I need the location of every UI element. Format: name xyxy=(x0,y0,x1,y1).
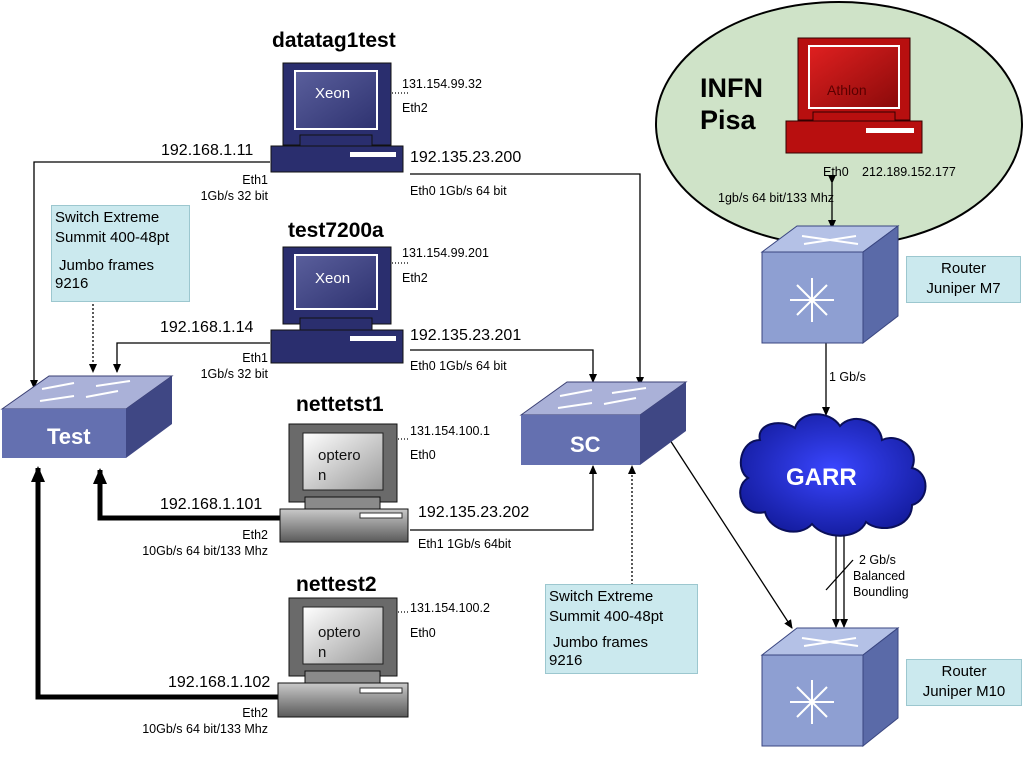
if-top-nettetst1: Eth0 xyxy=(410,448,436,462)
link-datatag1test-sc xyxy=(410,173,644,386)
ip-top-nettetst1: 131.154.100.1 xyxy=(410,424,490,438)
cpu-label-datatag1test: Xeon xyxy=(315,85,351,102)
computer-nettetst1 xyxy=(279,423,409,543)
ip-right-datatag1test: 192.135.23.200 xyxy=(410,149,522,166)
computer-test7200a xyxy=(270,246,404,364)
note-switch-right: Switch Extreme Summit 400-48pt Jumbo fra… xyxy=(545,584,698,674)
ip-top-test7200a: 131.154.99.201 xyxy=(402,246,489,260)
computer-nettest2 xyxy=(277,597,409,718)
ip-right-test7200a: 192.135.23.201 xyxy=(410,327,522,344)
if-top-test7200a: Eth2 xyxy=(402,271,428,285)
router-m10 xyxy=(760,626,900,748)
link-datatag1test-test xyxy=(30,161,270,389)
link-test7200a-sc xyxy=(410,349,597,383)
sc-switch xyxy=(519,381,688,465)
ip-right-nettetst1: 192.135.23.202 xyxy=(418,504,530,521)
ip-left-nettest2: 192.168.1.102 xyxy=(168,674,271,691)
link-test7200a-test xyxy=(113,342,270,373)
cpu-label-athlon: Athlon xyxy=(827,82,867,98)
cpu-label-test7200a: Xeon xyxy=(315,270,351,287)
spec-right-test7200a: Eth0 1Gb/s 64 bit xyxy=(410,359,507,373)
link-sc-m10 xyxy=(660,428,793,629)
if-top-nettest2: Eth0 xyxy=(410,626,436,640)
note-switch-left: Switch Extreme Summit 400-48pt Jumbo fra… xyxy=(51,205,190,302)
computer-athlon xyxy=(785,37,923,154)
host-title-test7200a: test7200a xyxy=(288,219,384,242)
infn-link-speed: 1gb/s 64 bit/133 Mhz xyxy=(718,191,835,205)
router-m7 xyxy=(760,225,900,345)
garr-link-top-speed: 1 Gb/s xyxy=(829,370,866,384)
ip-left-nettetst1: 192.168.1.101 xyxy=(160,496,263,513)
host-title-datatag1test: datatag1test xyxy=(272,29,396,52)
link-nettest2-test xyxy=(31,466,278,700)
infn-ip: 212.189.152.177 xyxy=(862,165,956,179)
ip-top-datatag1test: 131.154.99.32 xyxy=(402,77,482,91)
link-nettetst1-sc xyxy=(410,465,597,531)
ip-top-nettest2: 131.154.100.2 xyxy=(410,601,490,615)
test-switch xyxy=(0,375,174,458)
infn-eth: Eth0 xyxy=(823,165,849,179)
thick-links xyxy=(31,466,280,700)
spec-right-datatag1test: Eth0 1Gb/s 64 bit xyxy=(410,184,507,198)
garr-link-bottom-speed: 2 Gb/s Balanced Boundling xyxy=(853,553,909,599)
ip-left-datatag1test: 192.168.1.11 xyxy=(161,142,254,159)
if-top-datatag1test: Eth2 xyxy=(402,101,428,115)
computer-datatag1test xyxy=(270,62,404,173)
ip-left-test7200a: 192.168.1.14 xyxy=(160,319,254,336)
switch-label-test: Test xyxy=(47,424,91,449)
garr-cloud xyxy=(739,413,927,537)
host-title-nettest2: nettest2 xyxy=(296,573,377,596)
link-nettetst1-test xyxy=(93,468,280,521)
garr-label: GARR xyxy=(786,464,857,491)
host-title-nettetst1: nettetst1 xyxy=(296,393,384,416)
switch-label-sc: SC xyxy=(570,432,601,457)
spec-right-nettetst1: Eth1 1Gb/s 64bit xyxy=(418,537,512,551)
